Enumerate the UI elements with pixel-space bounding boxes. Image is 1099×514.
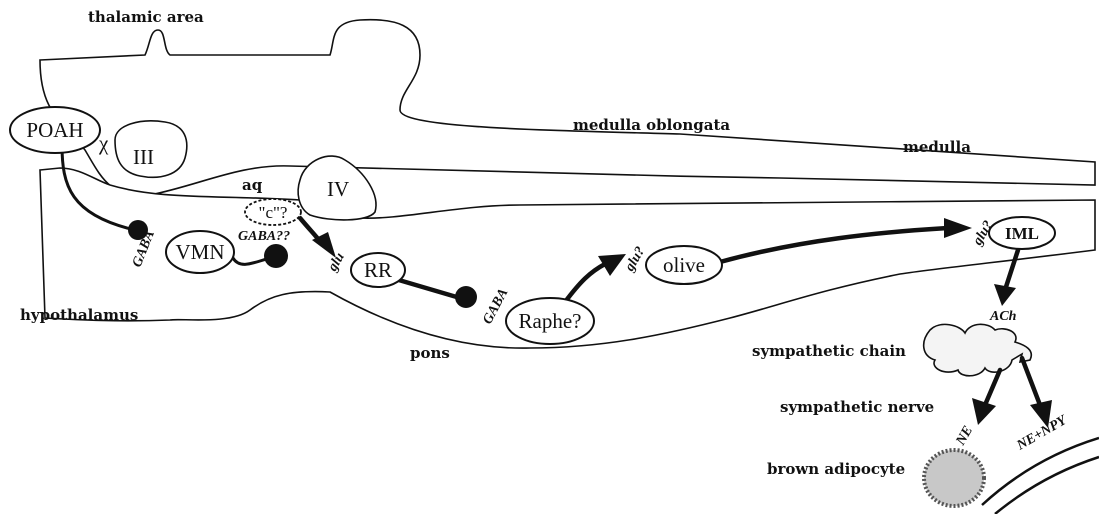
pons-label: pons [410, 344, 450, 362]
iml-label: IML [1005, 224, 1039, 243]
raphe-label: Raphe? [519, 309, 582, 333]
c-query-label: "c"? [259, 203, 288, 222]
vessel-line-2 [995, 457, 1099, 514]
chain-to-adipocyte-nerve [985, 370, 1000, 405]
gaba-terminal-3 [455, 286, 477, 308]
gaba-terminal-2 [264, 244, 288, 268]
hypothalamus-label: hypothalamus [20, 306, 138, 324]
chain-to-vessel-nerve [1022, 358, 1040, 405]
thalamic-area-label: thalamic area [88, 8, 204, 26]
gaba-label-2: GABA?? [238, 229, 290, 244]
iii-label: III [133, 145, 154, 169]
medulla-oblongata-label: medulla oblongata [573, 116, 730, 134]
olive-label: olive [663, 253, 705, 277]
ach-label: ACh [989, 309, 1017, 324]
upper-brain-outline [40, 20, 1095, 196]
ne-label: NE [953, 424, 976, 449]
poah-label: POAH [26, 118, 83, 142]
brown-adipocyte-label: brown adipocyte [767, 460, 905, 478]
vessel-line-1 [982, 438, 1099, 505]
aq-label: aq [242, 176, 263, 194]
rr-label: RR [364, 258, 392, 282]
ach-arrowhead [994, 284, 1016, 306]
sympathetic-chain-label: sympathetic chain [752, 342, 906, 360]
sympathetic-nerve-label: sympathetic nerve [780, 398, 934, 416]
ne-arrowhead [972, 398, 996, 425]
medulla-label: medulla [903, 138, 971, 156]
vmn-label: VMN [175, 240, 224, 264]
sympathetic-chain-shape [924, 324, 1032, 375]
chi-symbol: χ [98, 131, 109, 155]
brown-adipocyte-cell [924, 450, 984, 506]
iv-label: IV [327, 177, 349, 201]
